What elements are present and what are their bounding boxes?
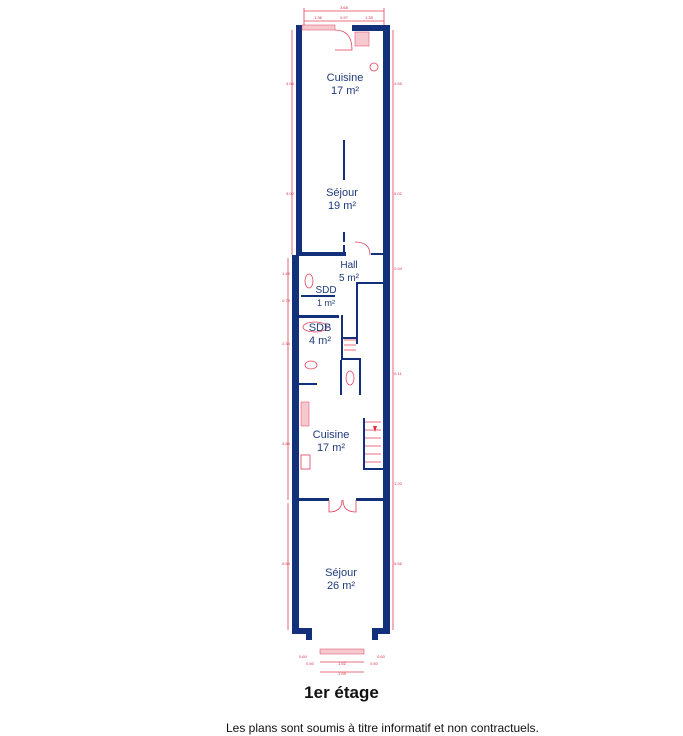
stairs-arrow-icon — [373, 426, 377, 432]
left-dimensions: 4.55 5.02 1.45 0.78 2.34 4.86 5.54 — [282, 30, 295, 630]
room-area: 26 m² — [327, 580, 355, 592]
dim-left: 5.02 — [286, 191, 295, 196]
bay-dimensions: 0.60 0.50 1.52 1.59 0.50 0.60 — [299, 654, 386, 676]
dim-left: 1.45 — [282, 271, 291, 276]
room-area: 4 m² — [309, 335, 331, 347]
room-name: Cuisine — [313, 429, 350, 441]
dim-bay: 0.50 — [306, 661, 315, 666]
dim-bay: 0.50 — [370, 661, 379, 666]
dim-left: 4.86 — [282, 441, 291, 446]
dim-right: 5.02 — [394, 191, 403, 196]
room-area: 1 m² — [317, 298, 335, 308]
room-area: 5 m² — [339, 273, 360, 284]
dim-right: 6.11 — [394, 371, 402, 376]
door-arc-icon — [334, 29, 353, 51]
sink-icon — [304, 360, 318, 370]
room-area: 17 m² — [317, 442, 345, 454]
stove-icon — [354, 31, 370, 47]
fixtures — [300, 29, 381, 513]
sink-icon — [300, 401, 310, 427]
walls — [292, 24, 390, 655]
dim-left: 4.55 — [286, 81, 295, 86]
stairs-icon — [365, 421, 381, 463]
dim-bay: 0.60 — [377, 654, 386, 659]
dim-right: 4.55 — [394, 81, 403, 86]
boiler-icon — [369, 62, 379, 72]
dim-top-total: 3.68 — [340, 5, 349, 10]
bathtub-icon — [302, 321, 328, 333]
room-name: SDD — [315, 285, 336, 296]
dim-bay: 0.60 — [299, 654, 308, 659]
double-door-icon — [328, 499, 357, 513]
dim-left: 5.54 — [282, 561, 291, 566]
dim-top-2: 0.97 — [340, 15, 349, 20]
dim-top-1: 1.36 — [314, 15, 323, 20]
dim-bay: 1.52 — [338, 661, 347, 666]
right-dimensions: 4.55 5.02 0.94 6.11 1.20 5.56 — [392, 30, 403, 630]
dim-right: 1.20 — [394, 481, 403, 486]
room-area: 17 m² — [331, 85, 359, 97]
room-name: Séjour — [326, 187, 358, 199]
room-name: SDB — [309, 322, 332, 334]
room-labels: Cuisine 17 m² Séjour 19 m² Hall 5 m² SDD… — [309, 72, 364, 592]
dim-top-3: 1.35 — [365, 15, 374, 20]
dim-right: 5.56 — [394, 561, 403, 566]
hob-icon — [300, 454, 311, 470]
dim-left: 2.34 — [282, 341, 291, 346]
dim-left: 0.78 — [282, 298, 291, 303]
room-name: Cuisine — [327, 72, 364, 84]
room-name: Hall — [340, 260, 357, 271]
door-arc-icon — [354, 241, 371, 256]
disclaimer-text: Les plans sont soumis à titre informatif… — [226, 721, 539, 735]
stairs-icon — [344, 339, 356, 351]
room-name: Séjour — [325, 567, 357, 579]
toilet-icon — [304, 273, 314, 289]
dim-bay: 1.59 — [338, 671, 347, 676]
dim-right: 0.94 — [394, 266, 403, 271]
floor-title: 1er étage — [304, 683, 379, 702]
top-dimensions: 3.68 1.36 0.97 1.35 — [303, 5, 385, 28]
room-area: 19 m² — [328, 200, 356, 212]
toilet-icon — [345, 370, 355, 386]
